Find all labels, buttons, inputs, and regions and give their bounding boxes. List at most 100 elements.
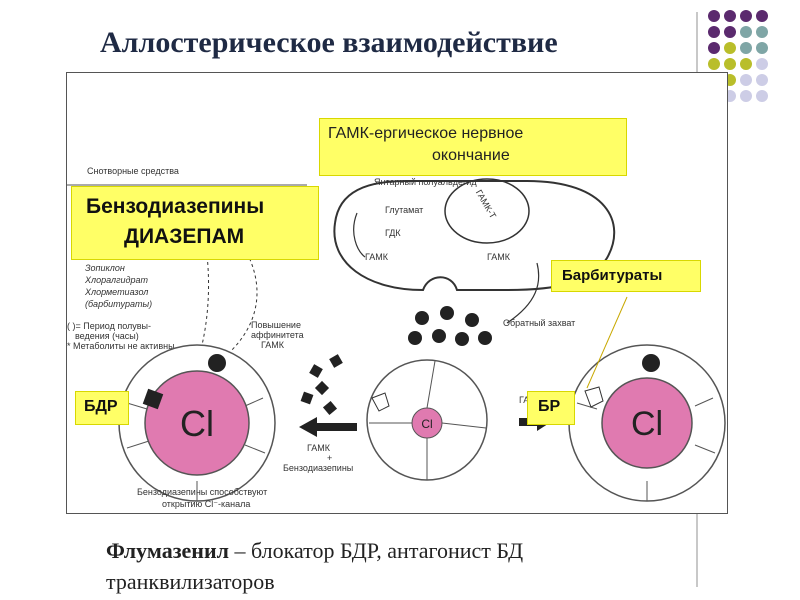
dot	[740, 10, 752, 22]
benzo-line1: Бензодиазепины	[86, 195, 265, 218]
br-box: БР	[527, 391, 575, 425]
drug-molecule	[314, 380, 330, 396]
receptor-divider	[126, 440, 150, 449]
reuptake-arrow	[506, 262, 540, 324]
dot	[708, 58, 720, 70]
dot	[740, 74, 752, 86]
right-cl-channel	[601, 377, 693, 469]
benzo-bound	[142, 388, 164, 410]
slide-title: Аллостерическое взаимодействие	[100, 26, 558, 59]
dashed-arrow	[216, 252, 258, 364]
dot	[756, 10, 768, 22]
dot	[724, 42, 736, 54]
dot	[724, 10, 736, 22]
receptor-divider	[244, 397, 264, 407]
dot	[756, 74, 768, 86]
receptor-divider	[694, 397, 714, 407]
label-metabolites: * Метаболиты не активны	[67, 341, 175, 351]
right-cl-label: Cl	[631, 405, 663, 443]
label-bottom-1: Бензодиазепины способствуют	[137, 487, 267, 497]
dot	[756, 90, 768, 102]
label-gaba-1: ГАМК	[365, 252, 389, 262]
receptor-divider	[426, 360, 436, 409]
label-ga: ГА	[519, 395, 529, 405]
label-halflife: ( )= Период полувы-	[67, 321, 151, 331]
left-cl-label: Cl	[180, 403, 214, 444]
label-reuptake: Обратный захват	[503, 318, 575, 328]
drug-molecule	[309, 364, 323, 378]
label-chlormethiazole: Хлорметиазол	[84, 287, 148, 297]
label-barb-paren: (барбитураты)	[85, 299, 152, 309]
pointer-line	[586, 296, 628, 389]
label-gabat: ГАМК-Т	[474, 188, 499, 221]
receptor-divider	[244, 444, 266, 454]
gaba-bound	[208, 354, 226, 372]
synapse-diagram: Снотворные средства Зопиклон Хлоралгидра…	[67, 166, 726, 509]
drug-molecule	[329, 354, 343, 368]
dot	[740, 42, 752, 54]
gaba-terminal-line2: окончание	[432, 147, 510, 164]
gaba-vesicle	[415, 311, 429, 325]
barbiturates-box: Барбитураты	[551, 260, 701, 292]
benzo-line2: ДИАЗЕПАМ	[124, 225, 245, 248]
label-gaba-plus: ГАМК	[307, 443, 331, 453]
bdr-label: БДР	[84, 398, 118, 415]
gaba-vesicle	[455, 332, 469, 346]
receptor-divider	[576, 402, 598, 410]
caption: Флумазенил – блокатор БДР, антагонист БД…	[106, 535, 523, 597]
gaba-terminal-box: ГАМК-ергическое нервное окончание	[319, 118, 627, 176]
gaba-vesicle	[440, 306, 454, 320]
gaba-vesicle	[432, 329, 446, 343]
dot	[708, 26, 720, 38]
caption-line-1: Флумазенил – блокатор БДР, антагонист БД	[106, 535, 523, 566]
receptor-divider	[126, 402, 148, 410]
receptor-divider	[441, 422, 487, 429]
label-succinic: Янтарный полуальдегид	[374, 177, 477, 187]
binding-site	[584, 386, 604, 408]
dot	[724, 58, 736, 70]
label-affinity-1: Повышение	[251, 320, 301, 330]
drug-molecule	[300, 391, 314, 405]
gaba-terminal-line1: ГАМК-ергическое нервное	[328, 125, 524, 142]
dot	[756, 42, 768, 54]
label-affinity-2: аффинитета	[251, 330, 304, 340]
dot	[724, 26, 736, 38]
benzo-box: Бензодиазепины ДИАЗЕПАМ	[71, 186, 319, 260]
dot	[740, 58, 752, 70]
receptor-divider	[694, 444, 716, 454]
dot	[756, 58, 768, 70]
gaba-vesicle	[465, 313, 479, 327]
label-halflife-2: ведения (часы)	[75, 331, 139, 341]
label-sleep-drugs: Снотворные средства	[87, 166, 179, 176]
label-gaba-2: ГАМК	[487, 252, 511, 262]
label-gdk: ГДК	[385, 228, 401, 238]
diagram-panel: Снотворные средства Зопиклон Хлоралгидра…	[66, 72, 728, 514]
gaba-bound	[642, 354, 660, 372]
arrow	[353, 212, 366, 258]
nerve-terminal-outline	[333, 180, 616, 292]
label-benzos: Бензодиазепины	[283, 463, 353, 473]
dot	[708, 42, 720, 54]
center-cl-label: Cl	[421, 417, 432, 431]
br-label: БР	[538, 398, 561, 415]
label-plus: +	[327, 453, 332, 463]
caption-bold: Флумазенил	[106, 538, 229, 563]
dot	[740, 26, 752, 38]
label-zopiclone: Зопиклон	[85, 263, 125, 273]
gaba-vesicle	[408, 331, 422, 345]
label-affinity-3: ГАМК	[261, 340, 285, 350]
label-glutamate: Глутамат	[385, 205, 423, 215]
drug-molecule	[322, 400, 338, 416]
big-arrow-left	[299, 417, 357, 437]
dot	[740, 90, 752, 102]
caption-rest: – блокатор БДР, антагонист БД	[229, 538, 524, 563]
caption-line-2: транквилизаторов	[106, 569, 275, 594]
bdr-box: БДР	[75, 391, 129, 425]
left-cl-channel	[144, 370, 250, 476]
binding-site	[371, 392, 390, 412]
mitochondrion	[444, 178, 530, 244]
dot	[708, 10, 720, 22]
label-chloral: Хлоралгидрат	[84, 275, 148, 285]
label-bottom-2: открытию Cl⁻-канала	[162, 499, 250, 509]
gaba-vesicle	[478, 331, 492, 345]
